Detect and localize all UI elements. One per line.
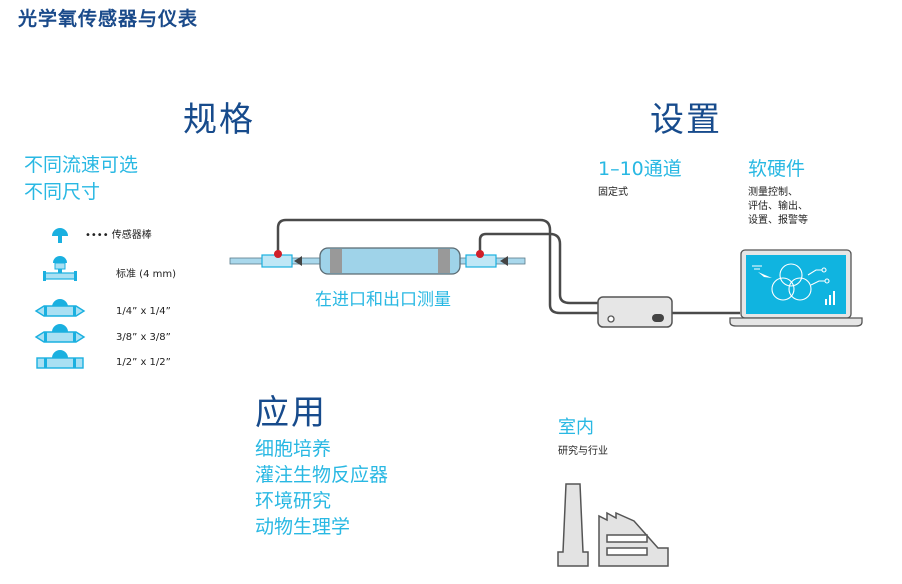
flow-cell-half-icon [36, 350, 84, 369]
application-item: 环境研究 [255, 490, 332, 512]
specs-lines: 不同流速可选 不同尺寸 [24, 152, 138, 206]
setup-heading: 设置 [650, 100, 722, 140]
factory-icon [557, 483, 669, 567]
specs-heading: 规格 [183, 100, 255, 140]
diagram-caption: 在进口和出口测量 [315, 290, 451, 310]
oxygen-meter-device [597, 296, 673, 328]
application-item: 灌注生物反应器 [255, 464, 389, 486]
software-desc-line: 设置、报警等 [748, 215, 808, 226]
applications-list: 细胞培养 灌注生物反应器 环境研究 动物生理学 [255, 436, 388, 540]
flow-cell-quarter-icon [34, 299, 86, 317]
sensor-spot-inlet [476, 250, 484, 258]
applications-heading: 应用 [255, 393, 327, 433]
software-desc-line: 评估、输出、 [748, 201, 808, 212]
spec-label-probe: •••• 传感器棒 [85, 230, 152, 241]
specs-line: 不同流速可选 [24, 154, 139, 176]
specs-line: 不同尺寸 [24, 181, 101, 203]
indoor-desc: 研究与行业 [558, 446, 608, 457]
application-item: 细胞培养 [255, 438, 332, 460]
spec-label-standard: 标准 (4 mm) [116, 269, 177, 280]
software-desc: 测量控制、 评估、输出、 设置、报警等 [748, 186, 808, 228]
software-title: 软硬件 [748, 158, 806, 180]
standard-flow-cell-icon [43, 256, 77, 281]
application-item: 动物生理学 [255, 516, 351, 538]
indoor-title: 室内 [558, 417, 594, 438]
spec-label-half: 1/2” x 1/2” [116, 357, 171, 368]
spec-label-quarter: 1/4” x 1/4” [116, 306, 171, 317]
page-title: 光学氧传感器与仪表 [18, 8, 199, 30]
sensor-spot-outlet [274, 250, 282, 258]
spec-label-three-eighths: 3/8” x 3/8” [116, 332, 171, 343]
flow-cell-three-eighths-icon [34, 324, 86, 343]
laptop-icon [729, 249, 863, 327]
sensor-probe-icon [52, 228, 68, 243]
bioreactor-column [319, 247, 461, 275]
channels-desc: 固定式 [598, 187, 628, 198]
channels-title: 1–10通道 [598, 158, 682, 180]
sensor-cables [276, 218, 740, 315]
software-desc-line: 测量控制、 [748, 187, 798, 198]
